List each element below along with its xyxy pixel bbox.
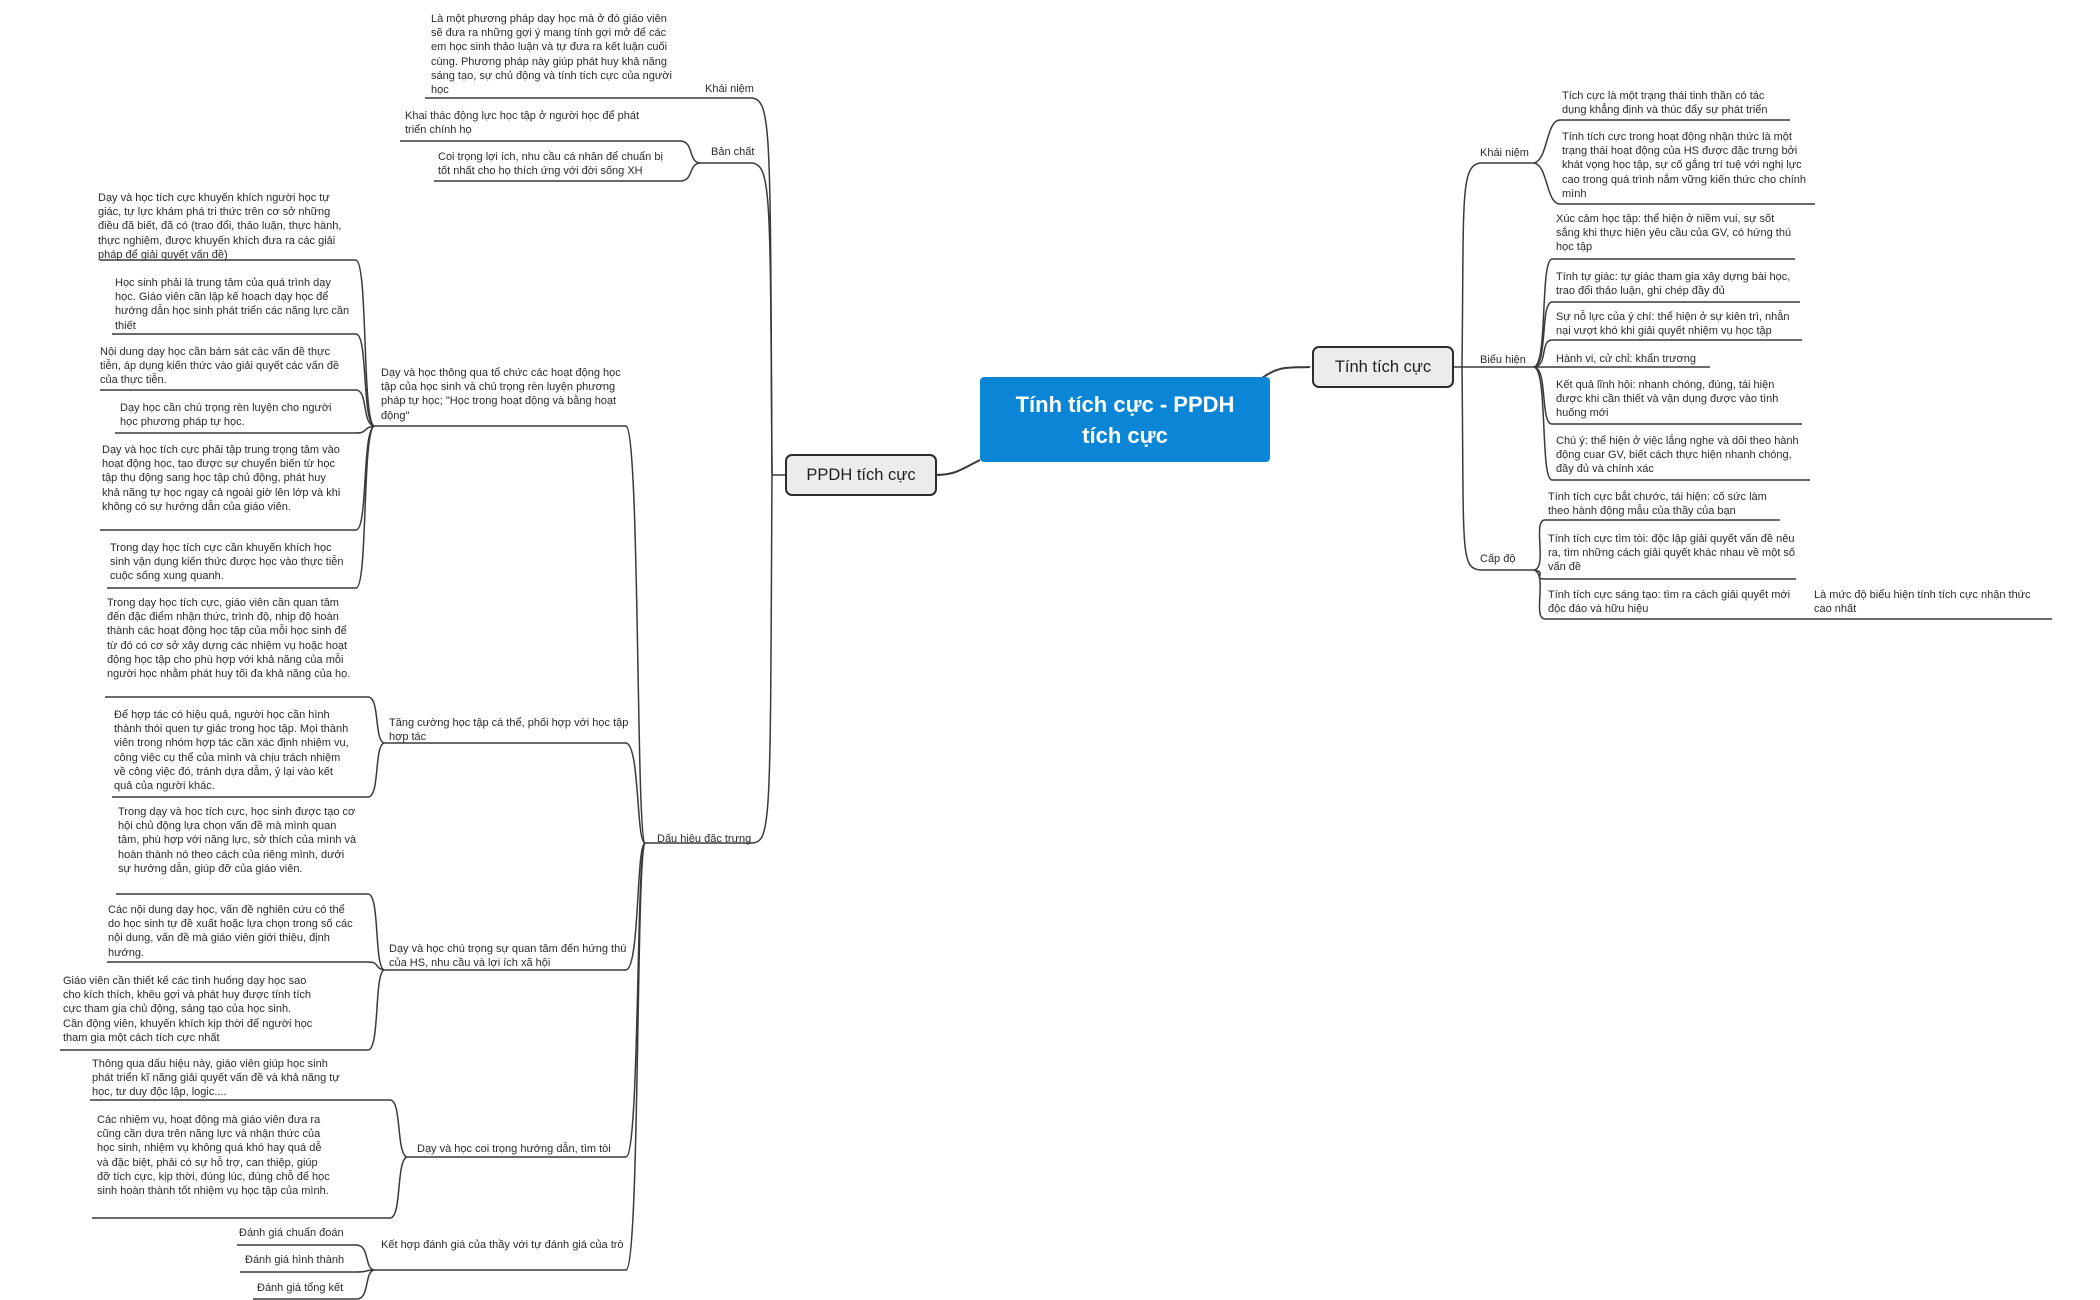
branch-ppdh-tich-cuc[interactable]: PPDH tích cực <box>785 454 937 496</box>
node-van-dung-kien-thuc[interactable]: Trong dạy học tích cực cần khuyến khích … <box>110 542 344 583</box>
node-tinh-huong-day-hoc[interactable]: Giáo viên cần thiết kế các tình huống dạ… <box>63 975 313 1044</box>
subtopic-bieu-hien[interactable]: Biểu hiện <box>1480 354 1526 366</box>
node-danh-gia-chuan-doan[interactable]: Đánh giá chuẩn đoán <box>239 1227 344 1239</box>
group-danh-gia[interactable]: Kết hợp đánh giá của thầy với tự đánh gi… <box>381 1239 624 1251</box>
node-hanh-vi-cu-chi[interactable]: Hành vi, cử chỉ: khẩn trương <box>1556 353 1696 365</box>
subtopic-cap-do[interactable]: Cấp độ <box>1480 553 1516 565</box>
node-ki-nang-giai-quyet[interactable]: Thông qua dấu hiệu này, giáo viên giúp h… <box>92 1058 340 1099</box>
group-hung-thu-nhu-cau[interactable]: Dạy và học chú trọng sự quan tâm đến hứn… <box>389 943 627 970</box>
group-hoc-trong-hoat-dong[interactable]: Dạy và học thông qua tổ chức các hoạt độ… <box>381 367 621 422</box>
node-danh-gia-tong-ket[interactable]: Đánh giá tổng kết <box>257 1282 344 1294</box>
group-hoc-tap-ca-the-hop-tac[interactable]: Tăng cường học tập cá thể, phối hợp với … <box>389 717 629 744</box>
node-bat-chuoc-tai-hien[interactable]: Tính tích cực bắt chước, tái hiện: cố sứ… <box>1548 491 1767 518</box>
node-de-xuat-noi-dung[interactable]: Các nội dung dạy học, vấn đề nghiên cứu … <box>108 904 353 959</box>
node-ppdh-definition[interactable]: Là một phương pháp dạy học mà ở đó giáo … <box>431 13 672 97</box>
node-chu-dong-lua-chon[interactable]: Trong dạy và học tích cực, học sinh được… <box>118 806 357 875</box>
node-phuong-phap-tu-hoc[interactable]: Dạy học cần chú trọng rèn luyện cho ngườ… <box>120 402 332 429</box>
central-topic[interactable]: Tính tích cực - PPDH tích cực <box>980 377 1270 462</box>
node-xuc-cam-hoc-tap[interactable]: Xúc cảm học tập: thể hiện ở niềm vui, sự… <box>1556 213 1792 254</box>
node-tap-trung-hoat-dong-hoc[interactable]: Dạy và học tích cực phải tập trung trọng… <box>102 444 341 513</box>
node-dac-diem-nhan-thuc[interactable]: Trong dạy học tích cực, giáo viên cần qu… <box>107 597 351 681</box>
subtopic-ban-chat[interactable]: Bản chất <box>711 146 755 158</box>
node-noi-dung-thuc-tien[interactable]: Nội dung dạy học cần bám sát các vấn đề … <box>100 346 340 387</box>
group-huong-dan-tim-toi[interactable]: Dạy và học coi trọng hướng dẫn, tìm tòi <box>417 1143 611 1155</box>
subtopic-khai-niem-left[interactable]: Khái niệm <box>705 83 754 95</box>
node-danh-gia-hinh-thanh[interactable]: Đánh giá hình thành <box>245 1254 345 1266</box>
subtopic-khai-niem-right[interactable]: Khái niệm <box>1480 147 1529 159</box>
node-sang-tao[interactable]: Tính tích cực sáng tạo: tìm ra cách giải… <box>1548 589 1791 616</box>
node-hop-tac-hieu-qua[interactable]: Để hợp tác có hiệu quả, người học cần hì… <box>114 709 349 793</box>
node-chu-y[interactable]: Chú ý: thể hiện ở việc lắng nghe và dõi … <box>1556 435 1799 476</box>
node-tim-toi[interactable]: Tính tích cực tìm tòi: độc lập giải quyế… <box>1548 533 1796 574</box>
node-tu-giac-kham-pha[interactable]: Dạy và học tích cực khuyến khích người h… <box>98 192 342 261</box>
node-ket-qua-linh-hoi[interactable]: Kết quả lĩnh hội: nhanh chóng, đúng, tái… <box>1556 379 1779 420</box>
node-su-no-luc-y-chi[interactable]: Sự nỗ lực của ý chí: thể hiện ở sự kiên … <box>1556 311 1790 338</box>
node-khai-thac-dong-luc[interactable]: Khai thác động lực học tập ở người học đ… <box>405 110 640 137</box>
node-hoc-sinh-trung-tam[interactable]: Học sinh phải là trung tâm của quá trình… <box>115 277 350 332</box>
node-muc-do-cao-nhat[interactable]: Là mức độ biểu hiện tính tích cực nhận t… <box>1814 589 2031 616</box>
branch-tinh-tich-cuc[interactable]: Tính tích cực <box>1312 346 1454 388</box>
subtopic-dau-hieu-dac-trung[interactable]: Dấu hiệu đặc trưng <box>657 833 752 845</box>
node-coi-trong-loi-ich[interactable]: Coi trọng lợi ích, nhu cầu cá nhân để ch… <box>438 151 663 178</box>
node-tich-cuc-definition[interactable]: Tích cực là một trạng thái tinh thần có … <box>1562 90 1768 117</box>
node-tinh-tich-cuc-nhan-thuc[interactable]: Tính tích cực trong hoạt động nhận thức … <box>1562 131 1807 200</box>
node-tinh-tu-giac[interactable]: Tính tự giác: tự giác tham gia xây dựng … <box>1556 271 1791 298</box>
node-nhiem-vu-phu-hop[interactable]: Các nhiệm vụ, hoạt động mà giáo viên đưa… <box>97 1114 330 1198</box>
